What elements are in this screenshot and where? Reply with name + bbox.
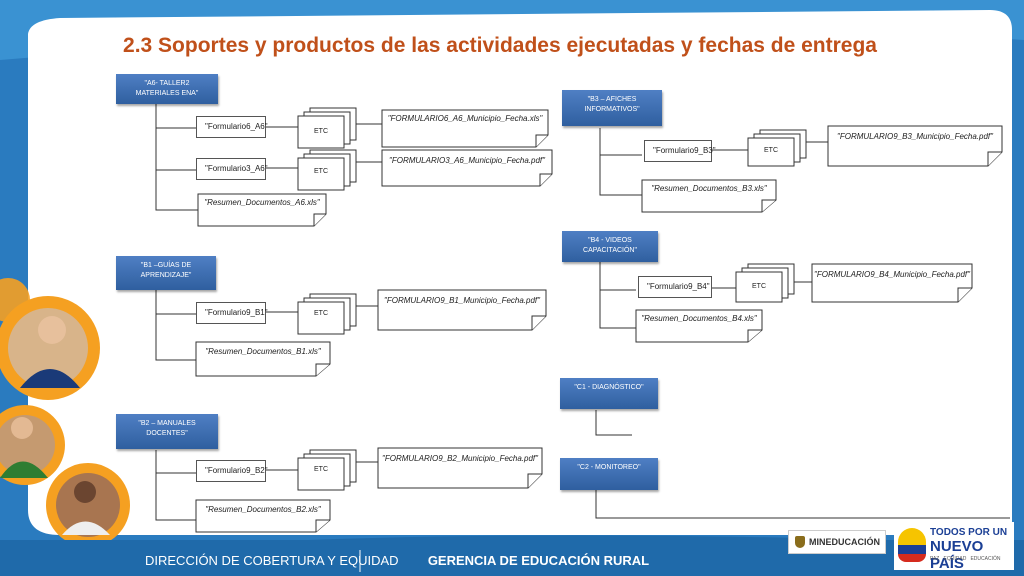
form-box-b2: "Formulario9_B2"	[196, 460, 268, 482]
summary-file-b3: "Resumen_Documentos_B3.xls"	[651, 184, 767, 193]
etc-label-a6-2: ETC	[314, 168, 328, 175]
footer-right: GERENCIA DE EDUCACIÓN RURAL	[427, 553, 650, 568]
etc-label-b3: ETC	[764, 147, 778, 154]
nuevo-pais-logo: TODOS POR UN NUEVO PAÍS PAZ EQUIDAD EDUC…	[894, 522, 1014, 572]
header-a6: "A6- TALLER2 MATERIALES ENA"	[116, 74, 218, 104]
form-box-a6-2: "Formulario3_A6"	[196, 158, 268, 180]
header-b1: "B1 –GUÍAS DE APRENDIZAJE"	[116, 256, 216, 290]
etc-label-b4: ETC	[752, 283, 766, 290]
colombia-flag-icon	[898, 528, 926, 562]
output-file-a6-2: "FORMULARIO3_A6_Municipio_Fecha.pdf"	[389, 156, 545, 165]
page-title: 2.3 Soportes y productos de las activida…	[123, 34, 877, 57]
header-b4: "B4 - VIDEOS CAPACITACIÓN"	[562, 231, 658, 262]
form-box-b4: "Formulario9_B4"	[638, 276, 712, 298]
summary-file-a6: "Resumen_Documentos_A6.xls"	[204, 198, 320, 207]
output-file-b3: "FORMULARIO9_B3_Municipio_Fecha.pdf"	[837, 132, 993, 141]
header-c1: "C1 - DIAGNÓSTICO"	[560, 378, 658, 409]
summary-file-b1: "Resumen_Documentos_B1.xls"	[205, 347, 321, 356]
output-file-b1: "FORMULARIO9_B1_Municipio_Fecha.pdf"	[384, 296, 540, 305]
etc-label-a6-1: ETC	[314, 128, 328, 135]
footer-text: DIRECCIÓN DE COBERTURA Y EQUIDAD GERENCI…	[145, 553, 649, 568]
form-box-b3: "Formulario9_B3"	[644, 140, 716, 162]
photo-decoration	[0, 278, 130, 547]
output-file-b4: "FORMULARIO9_B4_Municipio_Fecha.pdf"	[814, 270, 970, 279]
header-c2: "C2 - MONITOREO"	[560, 458, 658, 490]
footer-left: DIRECCIÓN DE COBERTURA Y EQUIDAD	[145, 553, 399, 568]
header-b2: "B2 – MANUALES DOCENTES"	[116, 414, 218, 449]
form-box-b1: "Formulario9_B1"	[196, 302, 268, 324]
output-file-b2: "FORMULARIO9_B2_Municipio_Fecha.pdf"	[382, 454, 538, 463]
form-box-a6-1: "Formulario6_A6"	[196, 116, 268, 138]
mineducacion-logo: MINEDUCACIÓN	[788, 530, 886, 554]
header-b3: "B3 – AFICHES INFORMATIVOS"	[562, 90, 662, 126]
summary-file-b4: "Resumen_Documentos_B4.xls"	[641, 314, 757, 323]
summary-file-b2: "Resumen_Documentos_B2.xls"	[205, 505, 321, 514]
output-file-a6-1: "FORMULARIO6_A6_Municipio_Fecha.xls"	[387, 114, 543, 123]
shield-icon	[795, 536, 805, 548]
etc-label-b2: ETC	[314, 466, 328, 473]
etc-label-b1: ETC	[314, 310, 328, 317]
